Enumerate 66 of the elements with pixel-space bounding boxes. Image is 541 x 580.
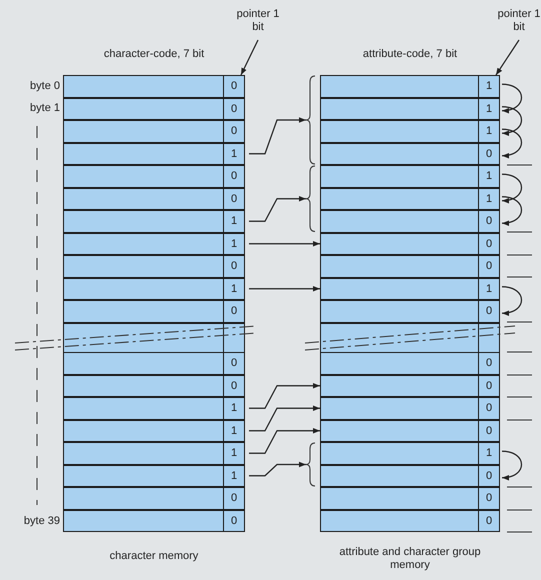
arrow [249, 405, 320, 432]
memory-row [63, 278, 245, 300]
pointer-label: pointer 1 bit [497, 8, 541, 36]
memory-row [63, 374, 245, 397]
memory-row [63, 120, 245, 142]
arrow [502, 84, 522, 113]
memory-row [63, 188, 245, 210]
arrow [249, 462, 306, 476]
pointer-label: pointer 1 bit [236, 8, 280, 36]
leader-line [240, 40, 259, 76]
memory-row [63, 300, 245, 322]
memory-row [320, 397, 500, 420]
memory-row [320, 464, 500, 487]
memory-row [320, 255, 500, 278]
memory-row [320, 510, 500, 532]
arrow [502, 286, 522, 316]
memory-row [320, 278, 500, 300]
column-heading: attribute-code, 7 bit [362, 48, 458, 61]
memory-row [63, 165, 245, 188]
memory-row [63, 232, 245, 255]
memory-row [63, 464, 245, 487]
memory-break-band [63, 322, 245, 352]
memory-caption: character memory [108, 550, 200, 563]
arrow [249, 196, 306, 222]
memory-row [320, 442, 500, 464]
memory-caption: attribute and character group memory [338, 546, 482, 572]
arrow [502, 128, 522, 158]
memory-row [320, 210, 500, 232]
arrow [502, 106, 522, 136]
byte-label: byte 1 [29, 102, 60, 115]
memory-row [320, 420, 500, 442]
memory-row [63, 397, 245, 420]
arrow [249, 382, 320, 409]
memory-row [63, 255, 245, 278]
memory-row [63, 352, 245, 374]
memory-row [320, 165, 500, 188]
memory-row [63, 75, 245, 98]
memory-row [320, 188, 500, 210]
leader-line [496, 40, 520, 76]
byte-label: byte 39 [22, 515, 60, 528]
memory-row [320, 300, 500, 322]
memory-row [320, 232, 500, 255]
memory-row [320, 98, 500, 120]
memory-row [63, 420, 245, 442]
arrow [249, 117, 306, 154]
arrow [502, 196, 522, 226]
memory-row [320, 352, 500, 374]
memory-row [63, 442, 245, 464]
memory-row [320, 142, 500, 165]
byte-label: byte 0 [29, 80, 60, 93]
memory-row [63, 142, 245, 165]
memory-row [320, 75, 500, 98]
arrow [502, 174, 522, 203]
memory-row [63, 210, 245, 232]
memory-break-band [320, 322, 500, 352]
column-heading: character-code, 7 bit [102, 48, 206, 61]
arrow [249, 286, 320, 292]
memory-row [63, 98, 245, 120]
arrow [249, 428, 320, 454]
arrow [249, 240, 320, 247]
memory-row [320, 487, 500, 510]
arrow [502, 450, 522, 480]
memory-row [63, 510, 245, 532]
memory-row [320, 120, 500, 142]
memory-row [63, 487, 245, 510]
memory-row [320, 374, 500, 397]
